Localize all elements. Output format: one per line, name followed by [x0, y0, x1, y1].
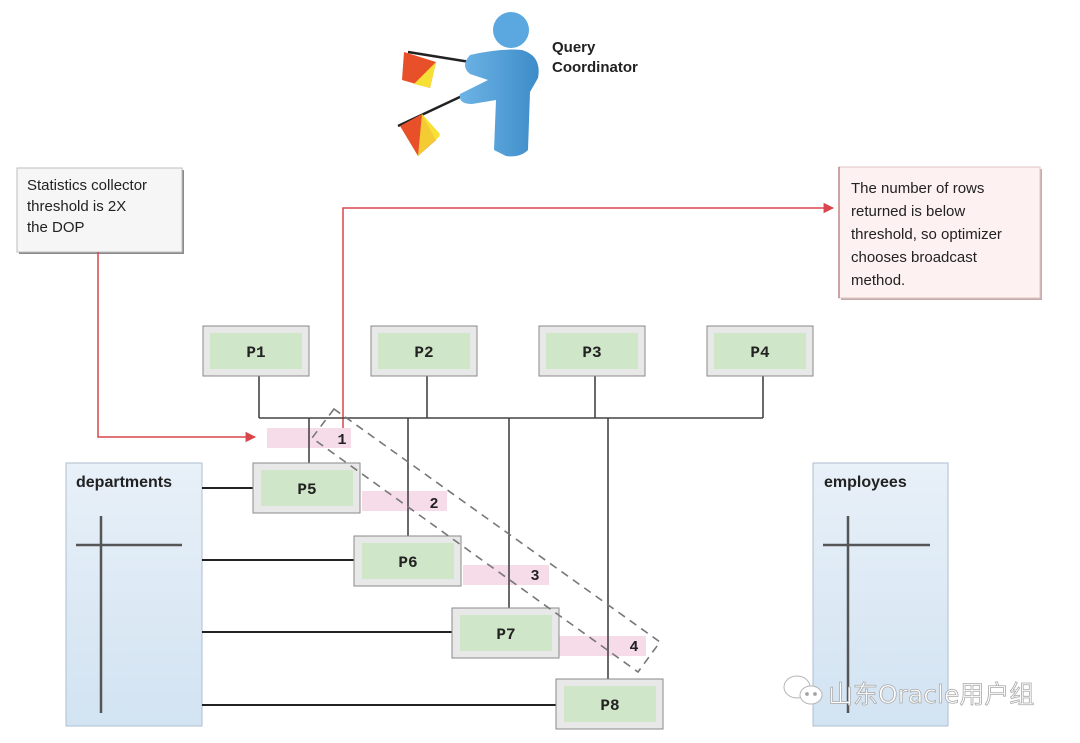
row-number-1: 1: [337, 432, 346, 449]
process-p8: P8: [555, 678, 664, 730]
process-label: P3: [582, 344, 601, 362]
process-label: P6: [398, 554, 417, 572]
broadcast-arrow: [342, 202, 835, 437]
employees-table: employees: [812, 462, 949, 727]
row-highlight-2: [362, 491, 447, 511]
connector-lines: [258, 376, 764, 679]
watermark-text: 山东Oracle用户组: [828, 680, 1034, 709]
process-p4: P4: [706, 325, 814, 377]
process-label: P1: [246, 344, 265, 362]
row-number-2: 2: [429, 496, 438, 513]
process-label: P4: [750, 344, 770, 362]
broadcast-note-line: method.: [851, 272, 905, 289]
query-coordinator-icon: [397, 12, 539, 157]
process-p1: P1: [202, 325, 310, 377]
broadcast-note-line: chooses broadcast: [851, 249, 978, 266]
process-label: P2: [414, 344, 433, 362]
departments-table: departments: [65, 462, 203, 727]
statistics-note-line: threshold is 2X: [27, 198, 126, 215]
broadcast-note-line: threshold, so optimizer: [851, 226, 1002, 243]
process-p6: P6: [353, 535, 462, 587]
broadcast-note: The number of rows returned is below thr…: [838, 166, 1042, 300]
process-p3: P3: [538, 325, 646, 377]
row-number-3: 3: [530, 568, 539, 585]
coordinator-label-line2: Coordinator: [552, 59, 638, 76]
process-label: P5: [297, 481, 316, 499]
watermark: 山东Oracle用户组: [783, 675, 1035, 709]
broadcast-note-line: returned is below: [851, 203, 965, 220]
coordinator-label-line1: Query: [552, 39, 596, 56]
broadcast-note-line: The number of rows: [851, 180, 984, 197]
row-number-4: 4: [629, 639, 638, 656]
process-p5: P5: [252, 462, 361, 514]
statistics-note-line: the DOP: [27, 219, 85, 236]
row-highlight-3: [463, 565, 549, 585]
process-p2: P2: [370, 325, 478, 377]
wechat-icon: [783, 675, 823, 705]
departments-label: departments: [76, 474, 172, 491]
departments-links: [202, 487, 556, 706]
process-label: P7: [496, 626, 515, 644]
process-p7: P7: [451, 607, 560, 659]
statistics-arrow: [97, 252, 257, 443]
employees-label: employees: [824, 474, 907, 491]
statistics-note-line: Statistics collector: [27, 177, 147, 194]
statistics-note: Statistics collector threshold is 2X the…: [16, 167, 184, 254]
process-label: P8: [600, 697, 619, 715]
broadcast-region-outline: [310, 407, 662, 674]
